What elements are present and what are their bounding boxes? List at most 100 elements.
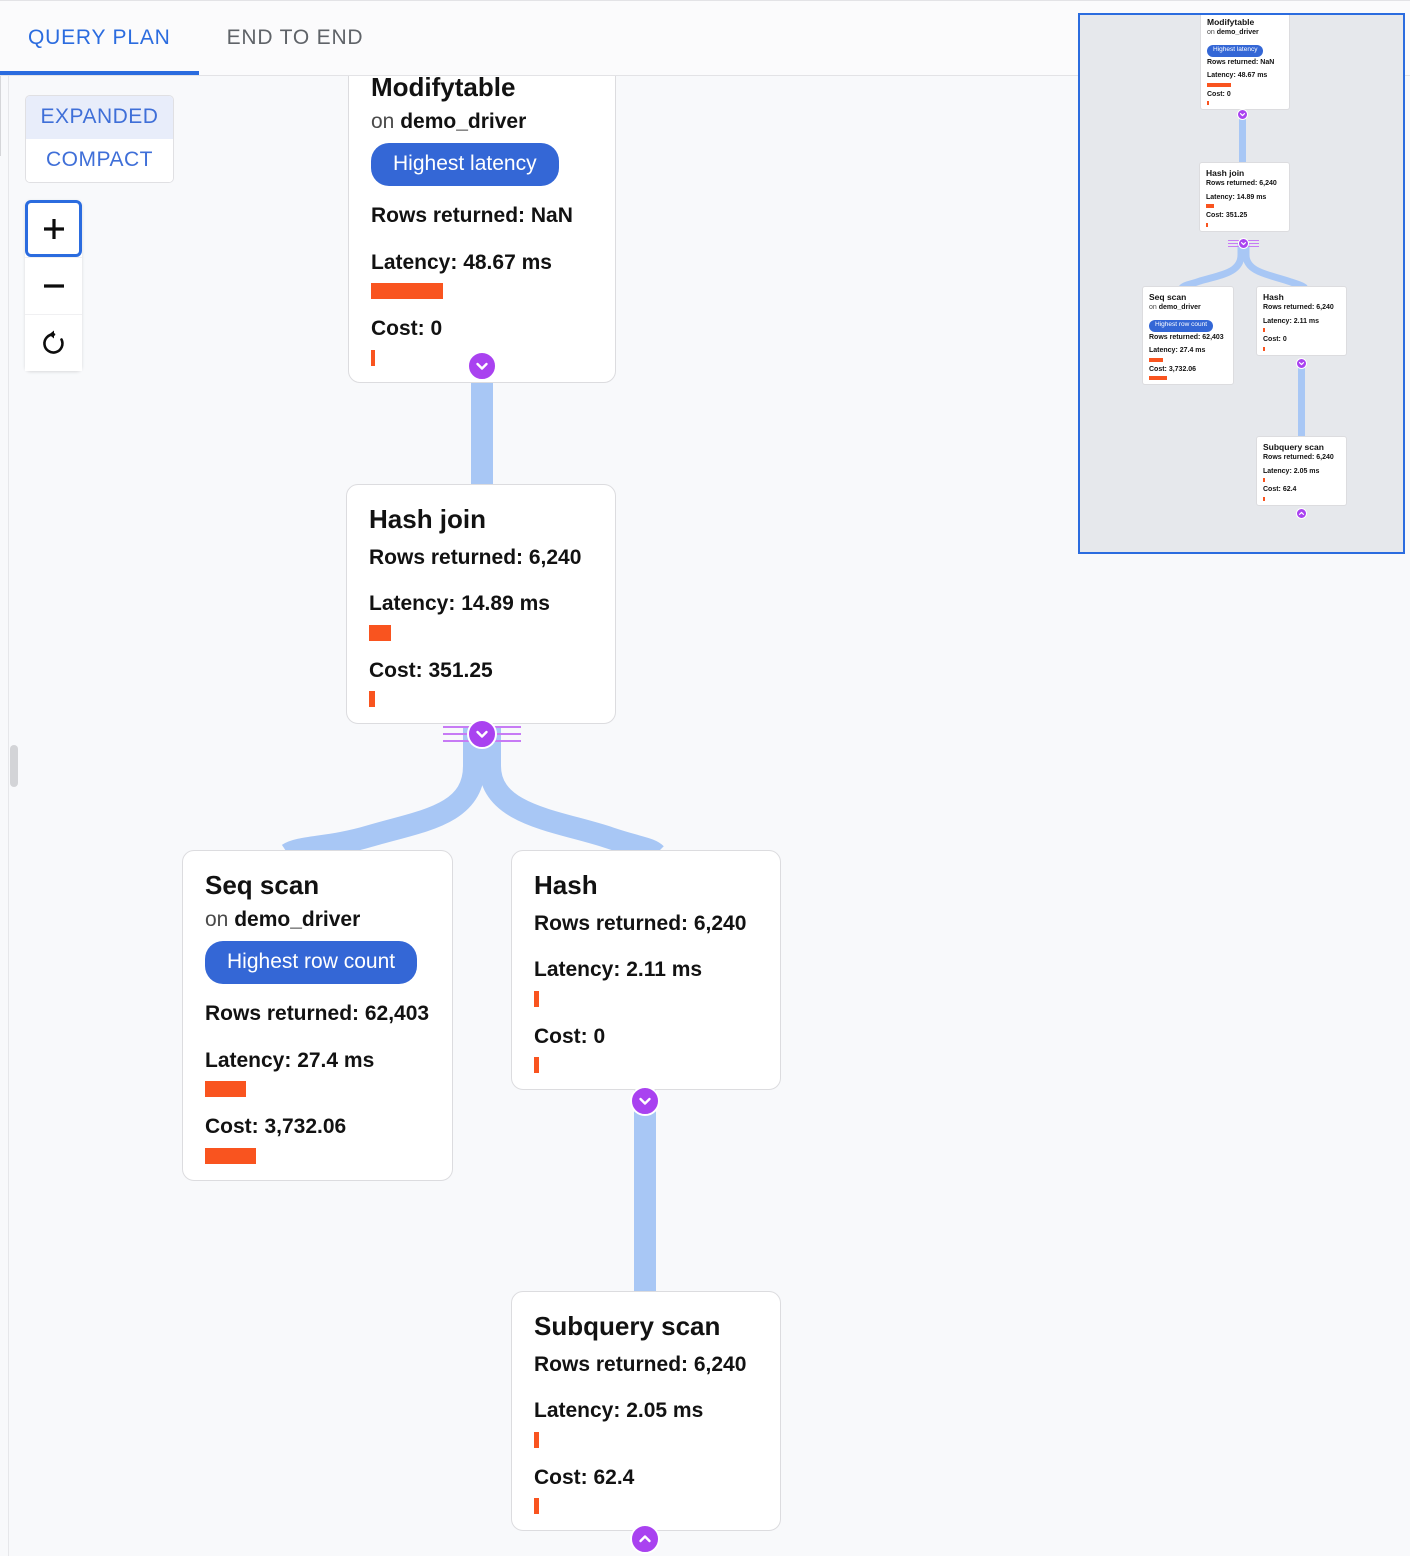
node-hash-join[interactable]: Hash join Rows returned: 6,240 Latency: … — [346, 484, 616, 725]
view-mode-expanded[interactable]: EXPANDED — [26, 96, 173, 139]
edge-hashjoin-seqscan — [281, 728, 485, 864]
node-relation-prefix: on — [371, 109, 401, 133]
collapse-toggle-hash-join[interactable] — [467, 719, 497, 749]
node-rows-returned: Rows returned: 6,240 — [534, 1352, 747, 1376]
plus-icon — [43, 218, 64, 239]
chevron-down-icon — [476, 730, 488, 738]
node-badge-highest-latency: Highest latency — [371, 143, 559, 186]
zoom-controls — [25, 200, 82, 371]
edge-hash-subqueryscan — [634, 1083, 656, 1313]
node-latency: Latency: 27.4 ms — [205, 1048, 375, 1072]
mini-node-title: Subquery scan — [1263, 442, 1324, 452]
node-title: Hash join — [369, 504, 487, 534]
cost-bar — [534, 1498, 539, 1515]
mini-badge-highest-row-count: Highest row count — [1149, 319, 1214, 332]
mini-cost-bar — [1263, 496, 1265, 501]
mini-cost-bar — [1149, 376, 1167, 381]
mini-edge-hash-subqueryscan — [1298, 362, 1305, 444]
mini-latency-bar — [1206, 204, 1214, 209]
mini-latency-bar — [1263, 328, 1265, 333]
cost-bar — [534, 1057, 539, 1074]
tab-query-plan[interactable]: QUERY PLAN — [0, 1, 199, 75]
mini-cost: Cost: 3,732.06 — [1149, 365, 1197, 373]
node-subquery-scan[interactable]: Subquery scan Rows returned: 6,240 Laten… — [511, 1291, 781, 1532]
collapse-toggle-subquery-scan[interactable] — [630, 1524, 660, 1554]
reset-rotate-icon — [42, 330, 64, 354]
chevron-up-icon — [1298, 511, 1305, 515]
node-latency: Latency: 2.05 ms — [534, 1399, 704, 1423]
node-badge-highest-row-count: Highest row count — [205, 941, 418, 984]
node-rows-returned: Rows returned: 62,403 — [205, 1002, 430, 1025]
mini-node-subquery-scan: Subquery scan Rows returned: 6,240 Laten… — [1256, 436, 1347, 506]
chevron-up-icon — [639, 1535, 651, 1543]
mini-latency: Latency: 48.67 ms — [1207, 72, 1268, 80]
chevron-down-icon — [1239, 113, 1246, 117]
mini-edge-hashjoin-seqscan — [1179, 243, 1245, 291]
zoom-out-button[interactable] — [25, 257, 82, 314]
mini-cost-bar — [1207, 101, 1209, 106]
view-mode-compact[interactable]: COMPACT — [26, 139, 173, 182]
mini-rows: Rows returned: 62,403 — [1149, 333, 1224, 341]
mini-relation-name: demo_driver — [1158, 304, 1201, 312]
mini-edge-modifytable-hashjoin — [1239, 113, 1246, 180]
mini-latency: Latency: 27.4 ms — [1149, 347, 1206, 355]
collapse-toggle-lines-left — [443, 726, 475, 747]
node-latency: Latency: 48.67 ms — [371, 250, 552, 274]
mini-cost: Cost: 0 — [1207, 90, 1231, 98]
mini-latency: Latency: 2.05 ms — [1263, 467, 1320, 475]
node-title: Modifytable — [371, 76, 516, 102]
tab-end-to-end[interactable]: END TO END — [199, 1, 392, 75]
mini-rows: Rows returned: 6,240 — [1263, 454, 1334, 462]
cost-bar — [369, 691, 375, 708]
mini-cost-bar — [1206, 222, 1208, 227]
node-cost: Cost: 351.25 — [369, 658, 493, 682]
mini-collapse-lines-left — [1228, 240, 1240, 249]
mini-node-hash: Hash Rows returned: 6,240 Latency: 2.11 … — [1256, 286, 1347, 356]
node-cost: Cost: 62.4 — [534, 1465, 635, 1489]
mini-collapse-lines-right — [1247, 240, 1259, 249]
panel-divider — [8, 76, 9, 1556]
node-cost: Cost: 3,732.06 — [205, 1115, 347, 1139]
mini-latency: Latency: 2.11 ms — [1263, 317, 1320, 325]
latency-bar — [534, 990, 539, 1007]
zoom-in-button[interactable] — [25, 200, 82, 257]
mini-cost: Cost: 351.25 — [1206, 212, 1248, 220]
collapse-toggle-lines-right — [489, 726, 521, 747]
reset-view-button[interactable] — [25, 314, 82, 371]
view-mode-toggle: EXPANDED COMPACT — [25, 95, 174, 183]
graph-canvas[interactable]: Modifytable on demo_driver Highest laten… — [0, 76, 1410, 1556]
cost-bar — [371, 349, 375, 366]
node-hash[interactable]: Hash Rows returned: 6,240 Latency: 2.11 … — [511, 850, 781, 1091]
collapse-toggle-hash[interactable] — [630, 1086, 660, 1116]
mini-collapse-toggle-modifytable — [1237, 109, 1248, 120]
node-relation: on demo_driver — [205, 904, 430, 936]
mini-cost: Cost: 0 — [1263, 336, 1287, 344]
chevron-down-icon — [639, 1097, 651, 1105]
mini-relation-prefix: on — [1149, 304, 1159, 312]
mini-node-hash-join: Hash join Rows returned: 6,240 Latency: … — [1199, 162, 1290, 232]
mini-node-title: Hash join — [1206, 168, 1245, 178]
mini-node-title: Modifytable — [1207, 17, 1255, 27]
mini-rows: Rows returned: 6,240 — [1263, 304, 1334, 312]
mini-cost: Cost: 62.4 — [1263, 486, 1297, 494]
node-relation-name: demo_driver — [400, 109, 527, 133]
panel-resize-handle[interactable] — [10, 745, 18, 787]
node-modifytable[interactable]: Modifytable on demo_driver Highest laten… — [348, 76, 616, 383]
mini-rows: Rows returned: 6,240 — [1206, 180, 1277, 188]
mini-edge-hashjoin-hash — [1242, 243, 1308, 291]
node-rows-returned: Rows returned: NaN — [371, 204, 573, 227]
mini-rows: Rows returned: NaN — [1207, 58, 1275, 66]
node-seq-scan[interactable]: Seq scan on demo_driver Highest row coun… — [182, 850, 453, 1181]
collapse-toggle-modifytable[interactable] — [467, 351, 497, 381]
mini-node-relation: on demo_driver — [1207, 28, 1283, 38]
minimap[interactable]: Modifytable on demo_driver Highest laten… — [1078, 13, 1405, 554]
edge-hashjoin-children — [281, 728, 664, 864]
chevron-down-icon — [1240, 242, 1247, 246]
mini-latency-bar — [1149, 357, 1163, 362]
mini-node-relation: on demo_driver — [1149, 303, 1227, 313]
mini-collapse-toggle-subquery-scan — [1296, 508, 1307, 519]
node-cost: Cost: 0 — [371, 317, 443, 341]
chevron-down-icon — [476, 362, 488, 370]
mini-collapse-toggle-hash — [1296, 358, 1307, 369]
minus-icon — [43, 284, 64, 288]
